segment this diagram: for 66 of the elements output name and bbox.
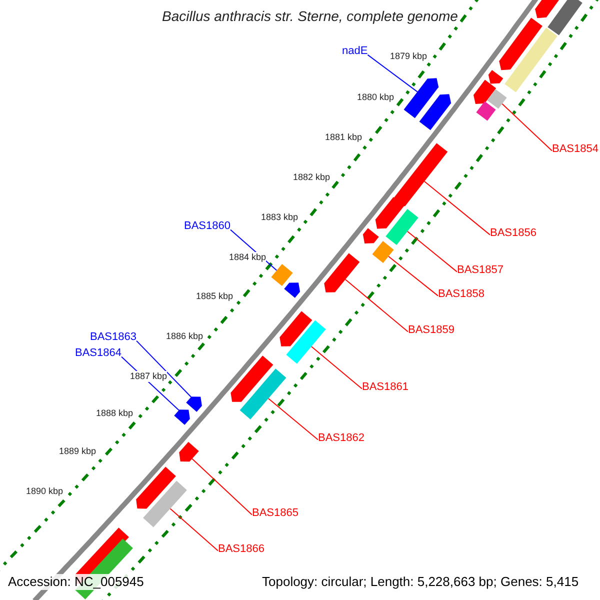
gene-label: BAS1866 (218, 543, 264, 556)
gene-label: BAS1862 (318, 432, 364, 445)
gene-feature (284, 282, 300, 298)
gene-feature (230, 356, 274, 402)
leader-line (424, 180, 490, 236)
gene-feature (499, 18, 542, 70)
gene-feature (474, 80, 496, 104)
gene-feature (240, 368, 286, 420)
gene-feature (136, 466, 176, 509)
scale-label: 1884 kbp (229, 252, 266, 263)
genome-info-note: Topology: circular; Length: 5,228,663 bp; Genes: 5,415 (262, 574, 579, 590)
gene-feature (386, 208, 418, 246)
gene-feature (143, 480, 187, 528)
leader-line (502, 103, 552, 152)
gene-label: BAS1864 (75, 347, 122, 360)
gene-label: BAS1859 (408, 324, 454, 337)
gene-label: BAS1863 (90, 331, 136, 344)
diagram-title: Bacillus anthracis str. Sterne, complete genome (160, 8, 460, 24)
scale-label: 1882 kbp (293, 172, 330, 183)
scale-label: 1888 kbp (96, 408, 134, 419)
gene-feature (271, 264, 293, 286)
gene-feature (476, 101, 496, 121)
gene-label: BAS1858 (438, 288, 484, 301)
gene-feature (324, 253, 360, 292)
scale-label: 1886 kbp (166, 331, 204, 342)
gene-label: BAS1857 (457, 264, 504, 277)
gene-label: BAS1860 (184, 220, 230, 233)
scale-label: 1881 kbp (325, 132, 362, 143)
gene-label: BAS1865 (252, 507, 298, 520)
leader-line (310, 346, 362, 390)
scale-label: 1887 kbp (130, 371, 168, 382)
gene-feature (535, 0, 560, 18)
gene-feature (372, 241, 394, 263)
scale-label: 1879 kbp (390, 51, 428, 62)
gene-feature (488, 70, 504, 84)
leader-line (170, 508, 218, 552)
leader-line (367, 54, 418, 92)
gene-feature (394, 143, 448, 207)
scale-label: 1890 kbp (26, 486, 64, 497)
gene-feature (186, 396, 202, 412)
leader-line (388, 256, 438, 296)
gene-feature (280, 311, 312, 346)
leader-line (136, 340, 192, 398)
scale-label: 1880 kbp (357, 92, 394, 103)
gene-feature (419, 94, 452, 130)
gene-label: BAS1856 (490, 227, 536, 240)
leader-line (268, 398, 318, 440)
scale-label: 1889 kbp (59, 446, 96, 457)
gene-label: BAS1861 (362, 381, 408, 394)
gene-feature (174, 410, 190, 425)
leader-line (406, 230, 458, 272)
gene-feature (548, 0, 582, 36)
gene-feature (504, 28, 558, 92)
scale-label: 1883 kbp (261, 212, 298, 223)
leader-line (192, 458, 252, 516)
gene-label: BAS1854 (552, 143, 598, 156)
gene-feature (375, 196, 404, 229)
gene-feature (286, 320, 326, 364)
gene-feature (487, 89, 507, 109)
gene-label: nadE (342, 45, 368, 58)
gene-feature (404, 78, 439, 118)
leader-line (344, 279, 408, 332)
accession-note: Accession: NC_005945 (8, 574, 144, 590)
scale-label: 1885 kbp (196, 291, 234, 302)
gene-feature (362, 228, 379, 244)
gene-feature (179, 442, 199, 462)
